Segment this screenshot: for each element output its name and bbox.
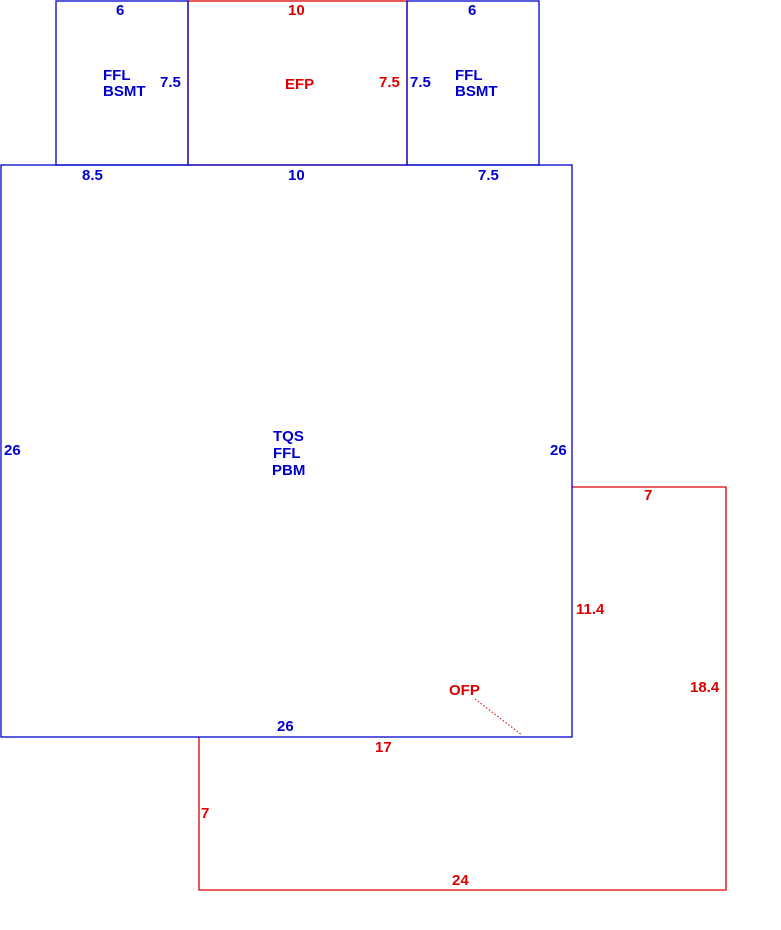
dim-main-top-mid: 10: [288, 167, 305, 184]
dim-efp-left: 7.5: [379, 74, 400, 91]
main-code-3: PBM: [272, 462, 305, 479]
dim-bsmt-left-right: 7.5: [160, 74, 181, 91]
ofp-outline: [198, 486, 727, 891]
dim-main-left: 26: [4, 442, 21, 459]
dim-bsmt-right-top: 6: [468, 2, 476, 19]
dim-bsmt-right-left: 7.5: [410, 74, 431, 91]
main-house-outline: [0, 164, 573, 738]
bsmt-right-code-2: BSMT: [455, 83, 498, 100]
dim-efp-top: 10: [288, 2, 305, 19]
dim-ofp-top-bottom-edge: 17: [375, 739, 392, 756]
bsmt-right-code-1: FFL: [455, 67, 483, 84]
dim-main-top-right: 7.5: [478, 167, 499, 184]
dim-ofp-left: 7: [201, 805, 209, 822]
dim-bsmt-left-top: 6: [116, 2, 124, 19]
dim-main-right: 26: [550, 442, 567, 459]
dim-ofp-top: 7: [644, 487, 652, 504]
bsmt-left-code-1: FFL: [103, 67, 131, 84]
dim-main-top-left: 8.5: [82, 167, 103, 184]
main-code-1: TQS: [273, 428, 304, 445]
bsmt-left-code-2: BSMT: [103, 83, 146, 100]
dim-ofp-outer-right: 18.4: [690, 679, 720, 696]
ofp-label: OFP: [449, 682, 480, 699]
efp-label: EFP: [285, 76, 314, 93]
main-code-2: FFL: [273, 445, 301, 462]
dim-ofp-bottom: 24: [452, 872, 469, 889]
dim-ofp-inner-right: 11.4: [576, 601, 605, 618]
ofp-leader-line: [474, 698, 523, 736]
dim-main-bottom: 26: [277, 718, 294, 735]
